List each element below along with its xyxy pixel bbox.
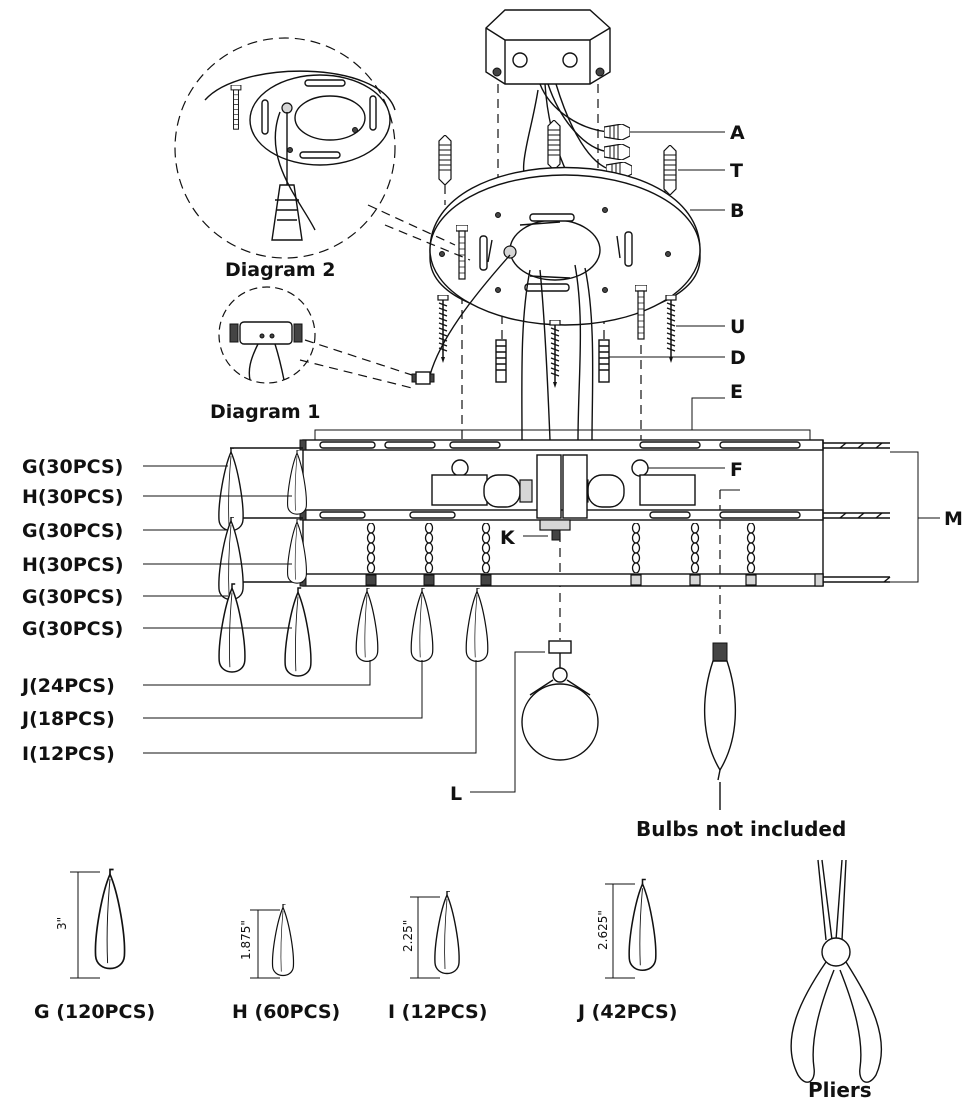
svg-text:3": 3" — [55, 917, 69, 930]
label-row-4: H(30PCS) — [22, 554, 124, 576]
size-H: 1.875" — [239, 904, 295, 979]
label-row-5: G(30PCS) — [22, 586, 123, 608]
junction-box — [485, 9, 611, 85]
tool-label: Pliers — [808, 1078, 872, 1102]
label-F: F — [730, 459, 743, 481]
anchor-center — [547, 120, 561, 170]
wood-screw-left — [437, 295, 449, 364]
svg-text:1.875": 1.875" — [239, 920, 253, 960]
wood-screw-right — [665, 295, 677, 364]
leader-lines — [143, 131, 940, 793]
label-D: D — [730, 347, 746, 369]
diagram-2-title: Diagram 2 — [225, 259, 336, 281]
size-label-H: H (60PCS) — [232, 1001, 340, 1023]
label-M: M — [944, 508, 963, 530]
label-drop-1: J(24PCS) — [20, 675, 115, 697]
label-E: E — [730, 381, 743, 403]
diagram-2-pointer — [367, 204, 456, 246]
pliers-icon — [790, 859, 883, 1083]
hanging-drops — [355, 588, 489, 662]
label-row-3: G(30PCS) — [22, 520, 123, 542]
label-drop-2: J(18PCS) — [20, 708, 115, 730]
label-T: T — [730, 160, 743, 182]
label-B: B — [730, 200, 744, 222]
svg-text:2.625": 2.625" — [596, 910, 610, 950]
label-A: A — [730, 122, 745, 144]
diagram-1-detail — [218, 286, 316, 384]
size-J: 2.625" — [596, 878, 657, 979]
socket-cup-right — [631, 459, 649, 477]
light-sockets — [431, 454, 696, 541]
hanging-chains — [365, 523, 757, 586]
label-L: L — [450, 783, 462, 805]
size-I: 2.25" — [401, 891, 460, 979]
label-drop-3: I(12PCS) — [22, 743, 115, 765]
label-row-6: G(30PCS) — [22, 618, 123, 640]
label-U: U — [730, 316, 745, 338]
socket-cup-left — [451, 459, 469, 477]
ball-finial — [521, 640, 599, 761]
size-G: 3" — [55, 868, 126, 979]
size-label-G: G (120PCS) — [34, 1001, 155, 1023]
candle-bulb — [703, 642, 737, 810]
wire-connector-small — [411, 371, 435, 385]
diagram-2-detail — [174, 37, 396, 259]
label-K: K — [500, 527, 516, 549]
wood-screw-center — [549, 320, 561, 389]
crystal-column-left — [218, 448, 312, 677]
size-label-J: J (42PCS) — [576, 1001, 677, 1023]
wire-connectors — [604, 124, 632, 178]
anchor-right — [663, 145, 677, 195]
fixture-wires — [429, 254, 594, 441]
machine-screw-left — [495, 339, 507, 383]
size-label-I: I (12PCS) — [388, 1001, 487, 1023]
mounting-plate — [429, 166, 701, 326]
bulbs-note: Bulbs not included — [636, 817, 846, 841]
diagram-1-title: Diagram 1 — [210, 401, 321, 423]
label-row-1: G(30PCS) — [22, 456, 123, 478]
label-row-2: H(30PCS) — [22, 486, 124, 508]
machine-screw-right — [598, 339, 610, 383]
anchor-left — [438, 135, 452, 185]
svg-text:2.25": 2.25" — [401, 920, 415, 952]
